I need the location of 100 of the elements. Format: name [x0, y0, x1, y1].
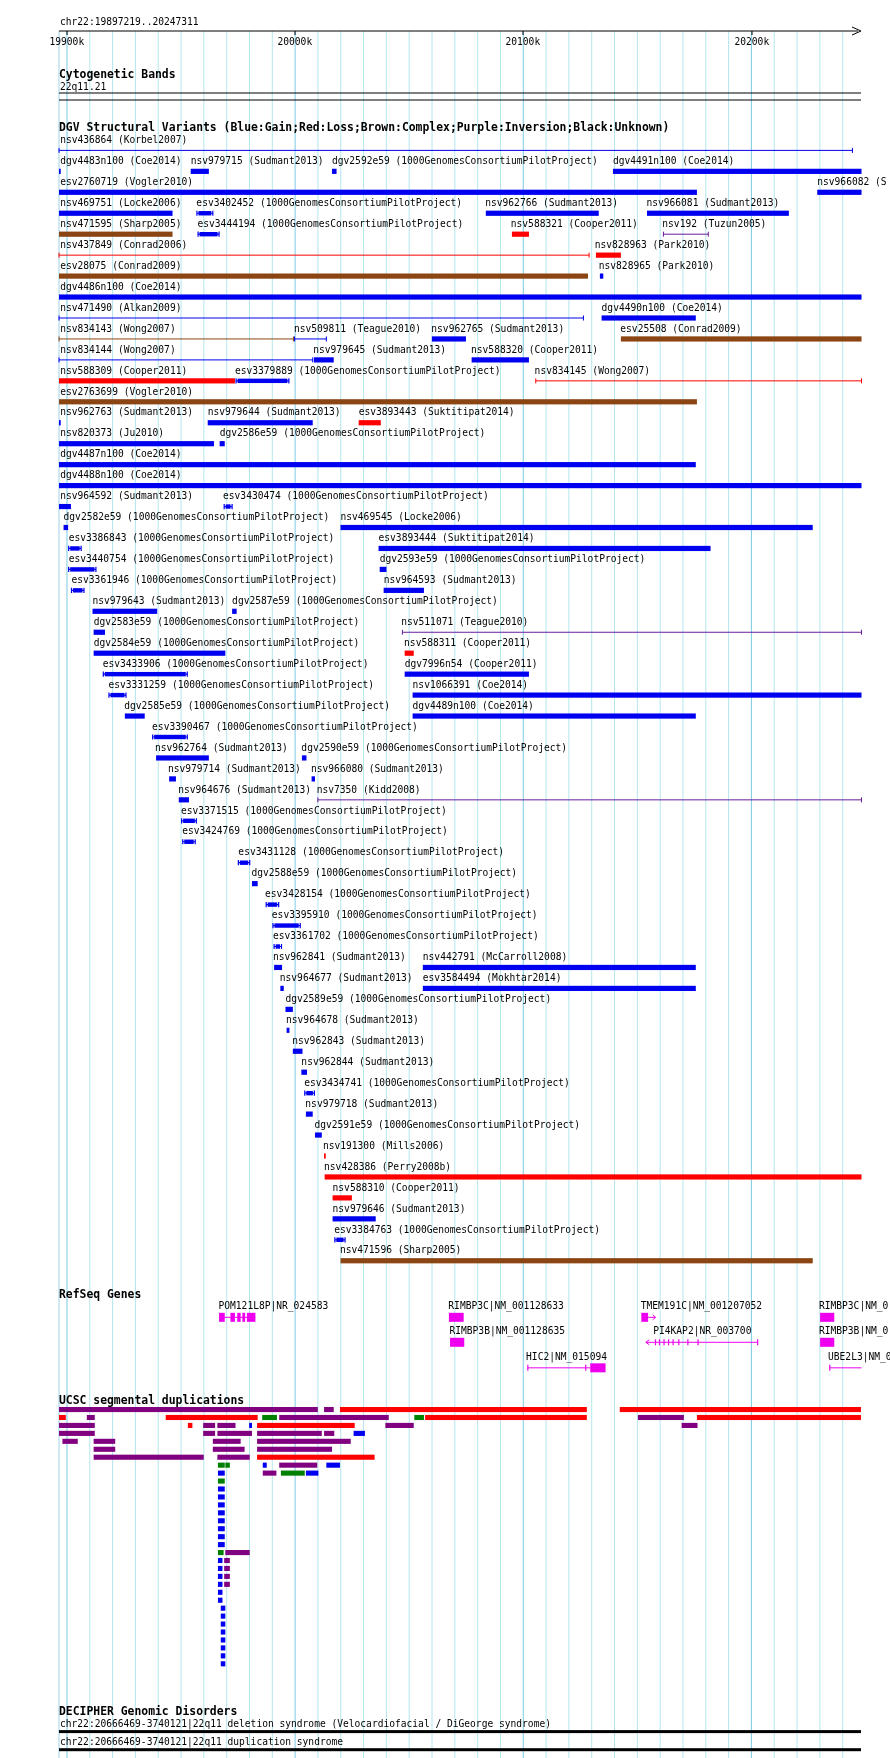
disorder-label: chr22:20666469-3740121|22q11 deletion syndrome (Velocardiofacial / DiGeorge syndrome) [60, 1718, 551, 1730]
variant-label: esv3428154 (1000GenomesConsortiumPilotProject) [265, 888, 531, 900]
variant-label: dgv2592e59 (1000GenomesConsortiumPilotProject) [332, 155, 598, 167]
variant-label: nsv509811 (Teague2010) [293, 322, 422, 334]
variant-label: nsv966080 (Sudmant2013) [311, 762, 444, 774]
variant-label: dgv4489n100 (Coe2014) [412, 699, 534, 711]
variant-label: nsv834143 (Wong2007) [60, 322, 176, 334]
variant-label: dgv2583e59 (1000GenomesConsortiumPilotProject) [93, 615, 360, 627]
variant-label: nsv469751 (Locke2006) [60, 196, 182, 208]
variant-label: nsv7350 (Kidd2008) [316, 783, 421, 795]
variant-label: esv2763699 (Vogler2010) [60, 385, 193, 397]
variant-label: dgv2585e59 (1000GenomesConsortiumPilotProject) [124, 699, 390, 711]
variant-label: nsv588321 (Cooper2011) [510, 217, 638, 229]
band-label: 22q11.21 [60, 80, 107, 92]
variant-label: nsv979715 (Sudmant2013) [190, 155, 324, 167]
variant-label: esv25508 (Conrad2009) [620, 322, 742, 334]
track-title: DGV Structural Variants (Blue:Gain;Red:Loss;Brown:Complex;Purple:Inversion;Black:Unknown) [59, 121, 670, 135]
variant-label: nsv962843 (Sudmant2013) [292, 1034, 426, 1046]
variant-label: nsv828963 (Park2010) [594, 238, 711, 250]
tick-label: 20100k [505, 35, 541, 47]
variant-label: dgv2590e59 (1000GenomesConsortiumPilotProject) [301, 741, 568, 753]
variant-label: esv3434741 (1000GenomesConsortiumPilotProject) [304, 1076, 570, 1088]
variant-label: dgv2588e59 (1000GenomesConsortiumPilotProject) [251, 867, 518, 879]
gene-label: RIMBP3C|NM_001128633 [448, 1300, 564, 1312]
tick-label: 19900k [49, 35, 85, 47]
variant-label: nsv588320 (Cooper2011) [471, 343, 599, 355]
variant-label: esv3444194 (1000GenomesConsortiumPilotProject) [197, 217, 464, 229]
variant-label: esv3402452 (1000GenomesConsortiumPilotProject) [196, 196, 463, 208]
variant-label: dgv4490n100 (Coe2014) [601, 301, 723, 313]
gene-label: RIMBP3B|NM_001128635 [449, 1325, 565, 1337]
variant-label: dgv7996n54 (Cooper2011) [404, 657, 538, 669]
variant-label: esv3893443 (Suktitipat2014) [358, 406, 515, 418]
variant-label: esv3893444 (Suktitipat2014) [378, 532, 535, 544]
variant-label: dgv2593e59 (1000GenomesConsortiumPilotProject) [379, 553, 646, 565]
variant-label: esv3386843 (1000GenomesConsortiumPilotProject) [68, 532, 335, 544]
variant-label: nsv511071 (Teague2010) [401, 615, 529, 627]
variant-label: nsv588310 (Cooper2011) [332, 1181, 460, 1193]
track-title: Cytogenetic Bands [59, 67, 176, 81]
variant-label: esv3331259 (1000GenomesConsortiumPilotProject) [108, 678, 375, 690]
variant-label: dgv2586e59 (1000GenomesConsortiumPilotProject) [219, 427, 486, 439]
variant-label: nsv962763 (Sudmant2013) [60, 406, 193, 418]
track-title: UCSC segmental duplications [59, 1393, 245, 1407]
variant-label: nsv471490 (Alkan2009) [60, 301, 182, 313]
variant-label: nsv588309 (Cooper2011) [60, 364, 188, 376]
variant-label: nsv428386 (Perry2008b) [324, 1160, 452, 1172]
variant-label: esv3361702 (1000GenomesConsortiumPilotProject) [273, 930, 539, 942]
variant-label: nsv437849 (Conrad2006) [60, 238, 188, 250]
variant-label: nsv192 (Tuzun2005) [662, 217, 767, 229]
variant-label: nsv964678 (Sudmant2013) [286, 1014, 419, 1025]
variant-label: nsv191300 (Mills2006) [322, 1139, 445, 1151]
tick-label: 20200k [734, 35, 770, 47]
variant-label: dgv4488n100 (Coe2014) [60, 469, 182, 481]
variant-label: nsv979644 (Sudmant2013) [207, 406, 341, 418]
variant-label: nsv436864 (Korbel2007) [60, 134, 188, 146]
track-title: DECIPHER Genomic Disorders [59, 1704, 238, 1718]
variant-label: esv3430474 (1000GenomesConsortiumPilotProject) [223, 490, 489, 502]
variant-label: dgv2584e59 (1000GenomesConsortiumPilotProject) [93, 636, 360, 648]
variant-label: nsv979643 (Sudmant2013) [92, 595, 226, 606]
variant-label: dgv2589e59 (1000GenomesConsortiumPilotProject) [285, 993, 552, 1005]
variant-label: nsv471595 (Sharp2005) [60, 217, 182, 229]
variant-label: nsv834144 (Wong2007) [60, 343, 176, 355]
variant-label: dgv4483n100 (Coe2014) [60, 155, 182, 167]
gene-label: PI4KAP2|NR_003700 [653, 1325, 752, 1337]
variant-label: nsv442791 (McCarroll2008) [422, 951, 568, 963]
gene-label: RIMBP3B|NM_0 [818, 1325, 889, 1337]
variant-label: dgv4486n100 (Coe2014) [60, 280, 182, 292]
variant-label: nsv469545 (Locke2006) [340, 511, 462, 523]
variant-label: dgv2591e59 (1000GenomesConsortiumPilotProject) [314, 1118, 581, 1130]
gene-label: HIC2|NM_015094 [526, 1350, 607, 1362]
gene-label: POM121L8P|NR_024583 [218, 1300, 329, 1312]
variant-label: nsv820373 (Ju2010) [60, 427, 165, 439]
variant-label: esv3384763 (1000GenomesConsortiumPilotProject) [334, 1223, 600, 1235]
variant-label: nsv964676 (Sudmant2013) [178, 783, 312, 795]
variant-label: nsv966081 (Sudmant2013) [646, 196, 780, 208]
variant-label: nsv979718 (Sudmant2013) [305, 1097, 439, 1109]
variant-label: dgv2582e59 (1000GenomesConsortiumPilotProject) [63, 511, 330, 523]
variant-label: esv3431128 (1000GenomesConsortiumPilotProject) [238, 846, 505, 858]
variant-label: dgv4487n100 (Coe2014) [60, 448, 182, 460]
variant-label: nsv588311 (Cooper2011) [404, 636, 532, 648]
variant-label: esv2760719 (Vogler2010) [60, 176, 193, 187]
variant-label: nsv962764 (Sudmant2013) [154, 741, 288, 753]
variant-label: esv3424769 (1000GenomesConsortiumPilotProject) [182, 825, 448, 837]
variant-label: esv3395910 (1000GenomesConsortiumPilotProject) [271, 909, 538, 921]
variant-label: nsv962766 (Sudmant2013) [485, 196, 619, 208]
variant-label: nsv962765 (Sudmant2013) [431, 322, 565, 334]
variant-label: nsv964592 (Sudmant2013) [60, 490, 193, 502]
variant-label: esv28075 (Conrad2009) [60, 259, 182, 271]
variant-label: nsv828965 (Park2010) [598, 259, 715, 271]
variant-label: nsv962844 (Sudmant2013) [301, 1055, 435, 1067]
tick-label: 20000k [277, 35, 313, 47]
variant-label: esv3584494 (Mokhtar2014) [422, 972, 562, 984]
variant-label: esv3371515 (1000GenomesConsortiumPilotProject) [181, 804, 447, 816]
position-label: chr22:19897219..20247311 [60, 16, 199, 28]
variant-label: nsv471596 (Sharp2005) [339, 1244, 462, 1256]
variant-label: esv3433906 (1000GenomesConsortiumPilotProject) [102, 657, 369, 669]
disorder-label: chr22:20666469-3740121|22q11 duplication syndrome [60, 1736, 344, 1748]
gene-label: TMEM191C|NM_001207052 [640, 1300, 763, 1312]
variant-label: nsv964677 (Sudmant2013) [279, 972, 413, 984]
variant-label: nsv834145 (Wong2007) [534, 364, 651, 376]
variant-label: dgv2587e59 (1000GenomesConsortiumPilotProject) [232, 595, 498, 606]
